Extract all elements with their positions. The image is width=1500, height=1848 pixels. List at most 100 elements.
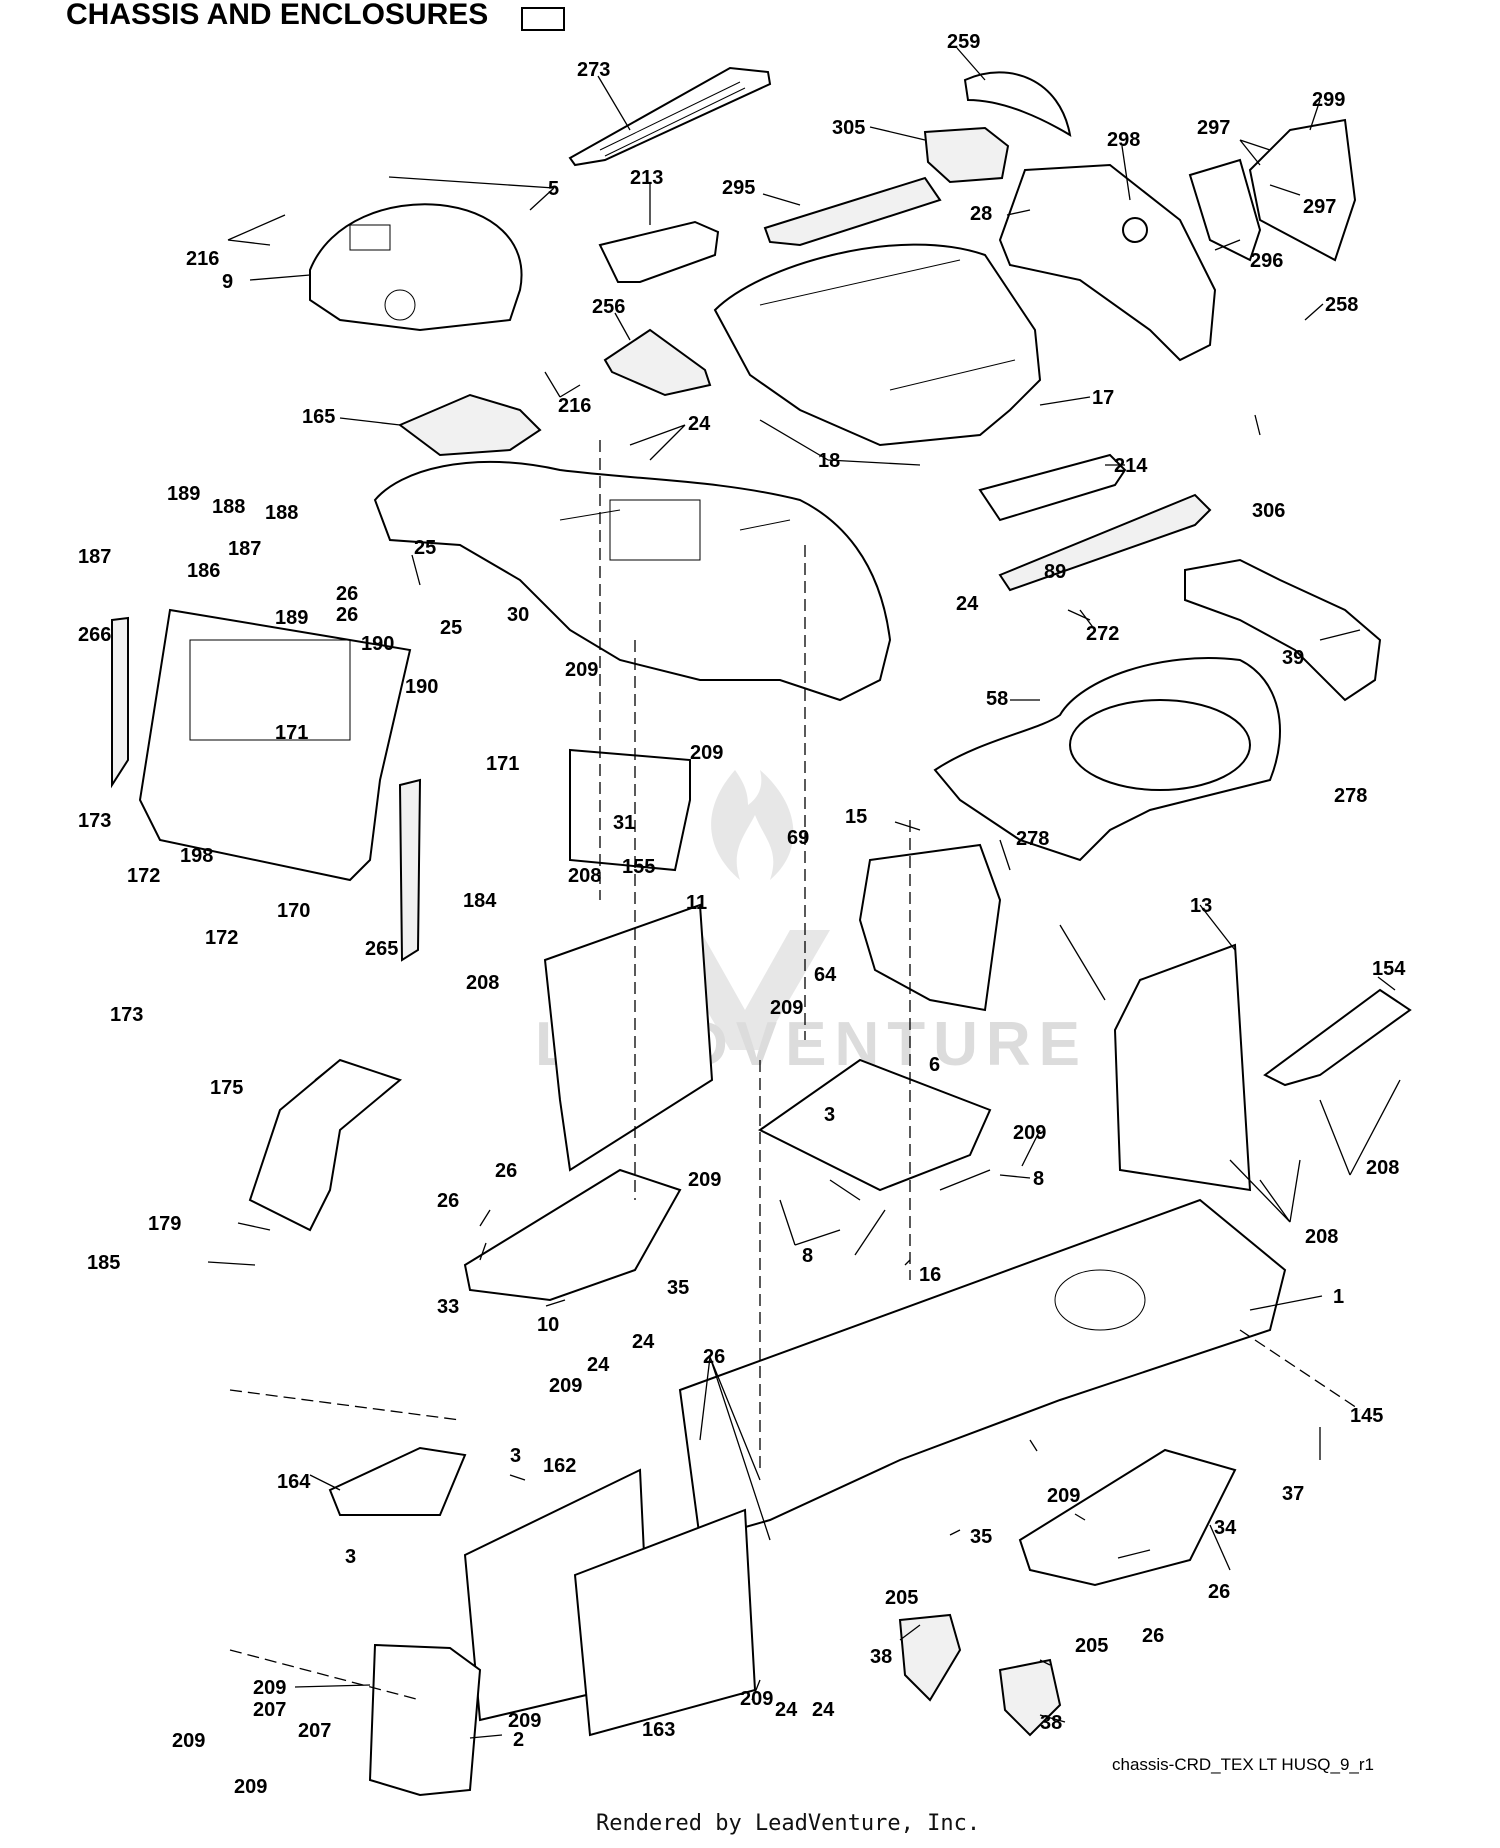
callout-label: 3 [824, 1104, 835, 1126]
callout-label: 190 [361, 633, 394, 655]
source-reference: chassis-CRD_TEX LT HUSQ_9_r1 [1112, 1755, 1374, 1774]
callout-label: 186 [187, 560, 220, 582]
callout-label: 11 [686, 892, 707, 914]
callout-label: 296 [1250, 250, 1283, 272]
callout-label: 38 [870, 1646, 892, 1668]
callout-label: 24 [775, 1699, 798, 1721]
callout-label: 25 [440, 617, 462, 639]
callout-label: 209 [740, 1688, 773, 1710]
callout-label: 145 [1350, 1405, 1383, 1427]
callout-label: 184 [463, 890, 497, 912]
callout-label: 24 [632, 1331, 655, 1353]
callout-label: 26 [336, 604, 358, 626]
callout-label: 34 [1214, 1517, 1237, 1539]
callout-label: 2 [513, 1729, 524, 1751]
callout-label: 28 [970, 203, 992, 225]
callout-label: 39 [1282, 647, 1304, 669]
callout-label: 273 [577, 59, 610, 81]
callout-label: 198 [180, 845, 213, 867]
callout-label: 216 [186, 248, 219, 270]
callout-label: 213 [630, 167, 663, 189]
callout-label: 205 [885, 1587, 918, 1609]
callout-label: 89 [1044, 561, 1066, 583]
callout-label: 171 [275, 722, 308, 744]
callout-label: 278 [1016, 828, 1049, 850]
callout-label: 216 [558, 395, 591, 417]
callout-label: 214 [1114, 455, 1148, 477]
callout-label: 265 [365, 938, 398, 960]
callout-label: 5 [548, 178, 559, 200]
callout-label: 209 [565, 659, 598, 681]
callout-label: 37 [1282, 1483, 1304, 1505]
callout-label: 209 [234, 1776, 267, 1798]
callout-label: 172 [205, 927, 238, 949]
callout-label: 297 [1303, 196, 1336, 218]
callout-label: 30 [507, 604, 529, 626]
callout-label: 31 [613, 812, 635, 834]
callout-label: 64 [814, 964, 837, 986]
callout-label: 208 [1366, 1157, 1399, 1179]
callout-labels: 273 259 305 299 297 297 5 213 295 298 28… [78, 31, 1406, 1798]
callout-label: 188 [265, 502, 298, 524]
title-box-icon [521, 7, 565, 31]
callout-label: 305 [832, 117, 865, 139]
footer-credit: Rendered by LeadVenture, Inc. [596, 1811, 980, 1836]
part-shapes [111, 66, 1412, 1797]
callout-label: 190 [405, 676, 438, 698]
callout-label: 173 [78, 810, 111, 832]
callout-label: 26 [703, 1346, 725, 1368]
callout-label: 13 [1190, 895, 1212, 917]
callout-label: 188 [212, 496, 245, 518]
callout-label: 26 [336, 583, 358, 605]
callout-label: 208 [568, 865, 601, 887]
callout-label: 209 [1013, 1122, 1046, 1144]
callout-label: 26 [437, 1190, 459, 1212]
callout-label: 209 [172, 1730, 205, 1752]
callout-label: 278 [1334, 785, 1367, 807]
callout-label: 25 [414, 537, 436, 559]
callout-label: 207 [298, 1720, 331, 1742]
callout-label: 35 [970, 1526, 992, 1548]
callout-label: 208 [466, 972, 499, 994]
callout-label: 298 [1107, 129, 1140, 151]
callout-label: 155 [622, 856, 655, 878]
callout-label: 26 [495, 1160, 517, 1182]
callout-label: 165 [302, 406, 335, 428]
callout-label: 6 [929, 1054, 940, 1076]
callout-label: 17 [1092, 387, 1114, 409]
callout-label: 26 [1142, 1625, 1164, 1647]
callout-label: 10 [537, 1314, 559, 1336]
callout-label: 259 [947, 31, 980, 53]
callout-label: 24 [688, 413, 711, 435]
callout-label: 306 [1252, 500, 1285, 522]
callout-label: 154 [1372, 958, 1406, 980]
callout-label: 26 [1208, 1581, 1230, 1603]
callout-label: 172 [127, 865, 160, 887]
callout-label: 297 [1197, 117, 1230, 139]
callout-label: 173 [110, 1004, 143, 1026]
callout-label: 163 [642, 1719, 675, 1741]
callout-label: 209 [253, 1677, 286, 1699]
callout-label: 209 [549, 1375, 582, 1397]
callout-label: 189 [275, 607, 308, 629]
callout-label: 171 [486, 753, 519, 775]
callout-label: 209 [508, 1710, 541, 1732]
callout-label: 18 [818, 450, 840, 472]
callout-label: 208 [1305, 1226, 1338, 1248]
callout-label: 205 [1075, 1635, 1108, 1657]
callout-label: 187 [228, 538, 261, 560]
callout-label: 3 [345, 1546, 356, 1568]
callout-label: 258 [1325, 294, 1358, 316]
callout-label: 38 [1040, 1712, 1062, 1734]
callout-label: 8 [1033, 1168, 1044, 1190]
callout-label: 170 [277, 900, 310, 922]
callout-label: 33 [437, 1296, 459, 1318]
callout-label: 16 [919, 1264, 941, 1286]
callout-label: 295 [722, 177, 755, 199]
callout-label: 185 [87, 1252, 120, 1274]
callout-label: 189 [167, 483, 200, 505]
callout-label: 24 [956, 593, 979, 615]
callout-label: 187 [78, 546, 111, 568]
callout-label: 164 [277, 1471, 311, 1493]
